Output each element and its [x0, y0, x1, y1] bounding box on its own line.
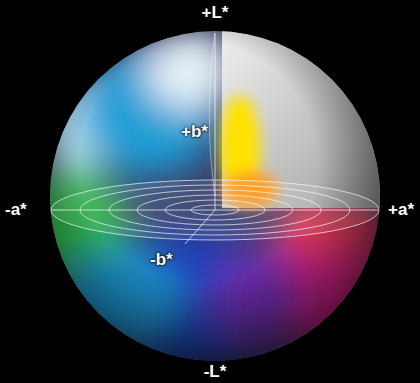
axis-lines [52, 33, 378, 244]
axis-label: -b* [150, 250, 173, 270]
axis-label: -a* [5, 200, 27, 220]
axis-label: +b* [181, 122, 208, 142]
sphere-body [20, 20, 400, 370]
axis-label: +L* [202, 3, 229, 23]
axis-label: -L* [204, 362, 227, 382]
axis-label: +a* [388, 200, 414, 220]
